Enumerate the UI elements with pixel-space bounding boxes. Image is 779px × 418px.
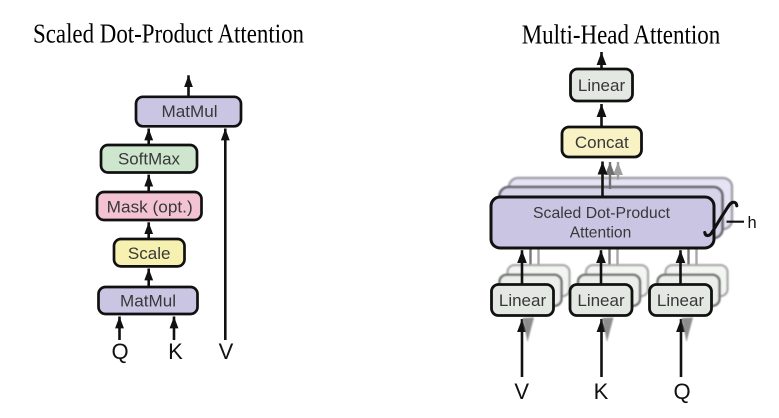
svg-text:V: V xyxy=(219,339,234,364)
svg-text:Linear: Linear xyxy=(578,76,626,95)
svg-text:Mask (opt.): Mask (opt.) xyxy=(107,197,193,216)
svg-text:Q: Q xyxy=(673,379,690,404)
svg-text:MatMul: MatMul xyxy=(120,291,176,310)
svg-text:Scaled Dot-Product: Scaled Dot-Product xyxy=(533,205,671,222)
svg-text:SoftMax: SoftMax xyxy=(118,150,180,169)
svg-text:Linear: Linear xyxy=(499,291,547,310)
svg-text:Scale: Scale xyxy=(128,244,171,263)
svg-text:MatMul: MatMul xyxy=(162,102,218,121)
svg-text:K: K xyxy=(594,379,609,404)
svg-text:Linear: Linear xyxy=(657,291,705,310)
svg-text:Multi-Head Attention: Multi-Head Attention xyxy=(522,20,721,50)
svg-text:Linear: Linear xyxy=(577,291,625,310)
svg-text:K: K xyxy=(168,339,183,364)
svg-text:Q: Q xyxy=(111,339,128,364)
svg-text:Attention: Attention xyxy=(570,225,632,242)
svg-text:V: V xyxy=(514,379,529,404)
svg-text:Scaled Dot-Product Attention: Scaled Dot-Product Attention xyxy=(33,19,304,49)
svg-text:h: h xyxy=(748,214,757,232)
svg-text:Concat: Concat xyxy=(575,133,629,152)
